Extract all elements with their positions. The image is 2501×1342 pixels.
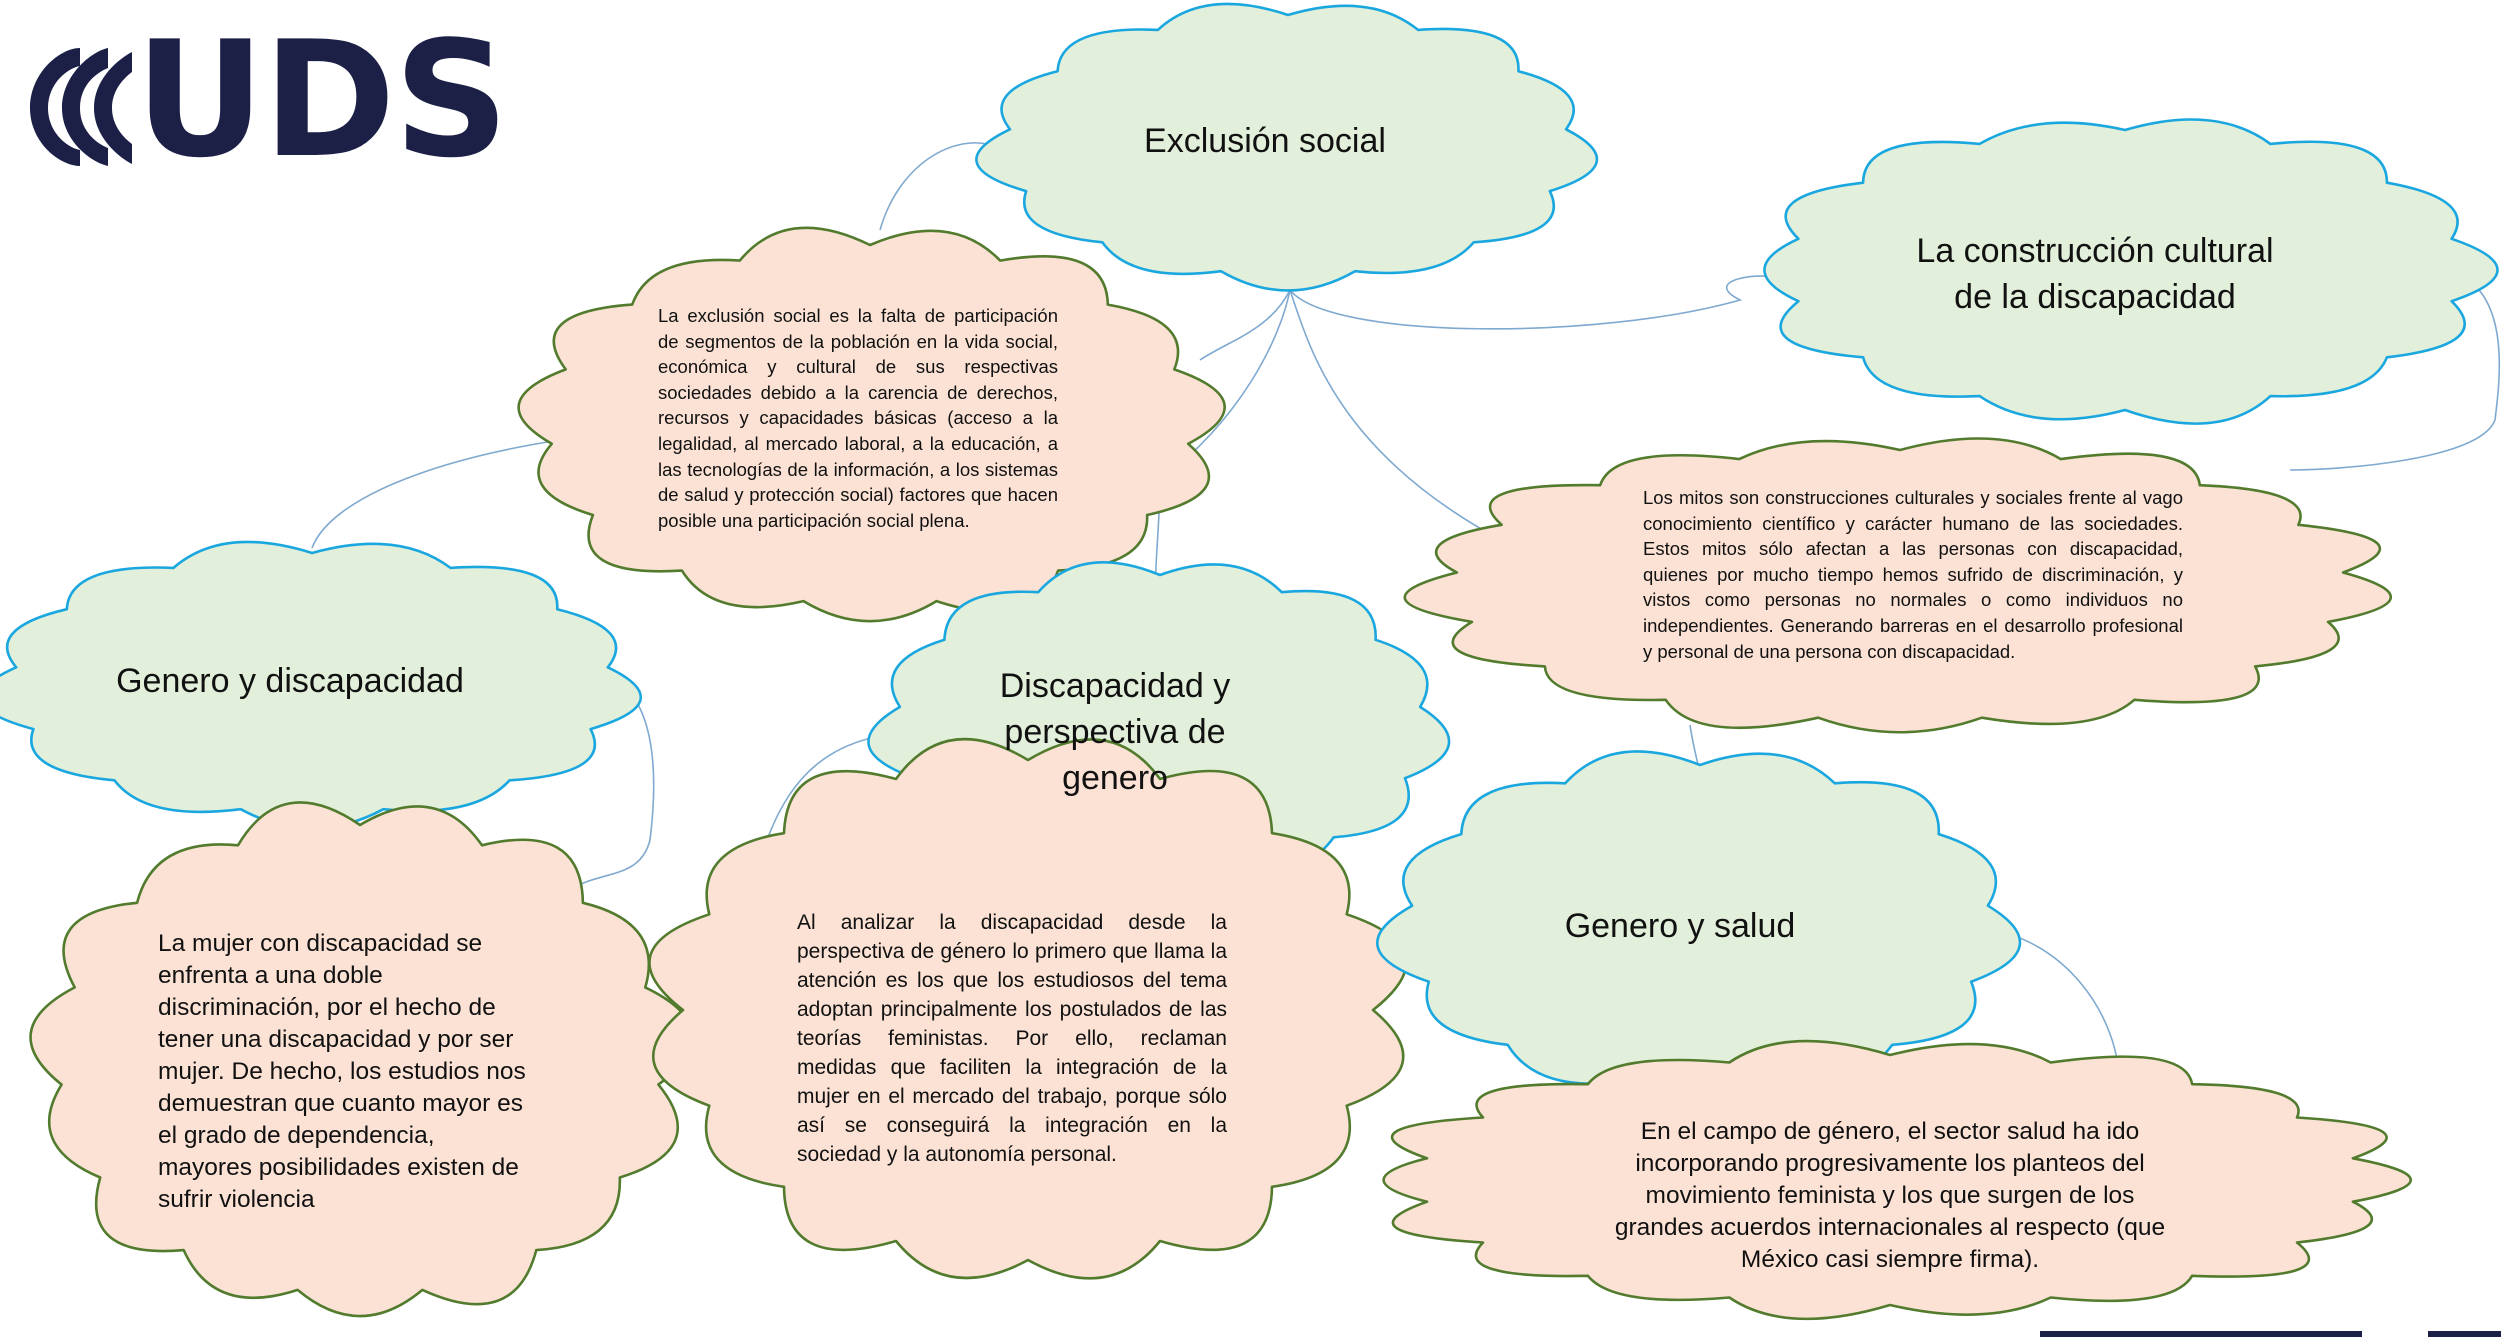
- node-title-genero-salud: Genero y salud: [1564, 907, 1796, 945]
- cloud-cultural-text: [1403, 437, 2393, 734]
- node-text-perspectiva-genero: Al analizar la discapacidad desde la per…: [797, 911, 1227, 1166]
- node-text-exclusion-social: La exclusión social es la falta de parti…: [658, 305, 1058, 531]
- logo-wordmark: UDS: [135, 6, 509, 193]
- cloud-genero-disc-text: [29, 801, 694, 1318]
- connector-exclusion-to-cultural-text: [1289, 289, 1521, 551]
- node-text-genero-salud: En el campo de género, el sector salud h…: [1614, 1118, 2166, 1273]
- connector-cultural-side: [2289, 274, 2501, 471]
- footer-rule-left: [2040, 1331, 2362, 1337]
- cloud-salud-text: [1382, 1039, 2413, 1321]
- node-title-perspectiva-genero: Discapacidad y perspectiva de genero: [999, 667, 1231, 797]
- connector-exclusion-to-center: [1199, 289, 1291, 361]
- node-title-genero-discapacidad: Genero y discapacidad: [116, 662, 464, 700]
- uds-logo: UDS: [20, 20, 520, 180]
- node-text-genero-discapacidad: La mujer con discapacidad se enfrenta a …: [158, 930, 526, 1213]
- footer-rule-right: [2428, 1331, 2501, 1337]
- cloud-perspectiva-text: [648, 737, 1408, 1280]
- connector-exclusion-to-cultural: [1289, 275, 1791, 330]
- cloud-exclusion-text: [517, 226, 1226, 623]
- node-title-construccion-cultural: La construcción cultural de la discapaci…: [1916, 232, 2274, 316]
- node-text-construccion-cultural: Los mitos son construcciones culturales …: [1643, 487, 2183, 662]
- cloud-exclusion-social: [975, 2, 1599, 292]
- uds-wave-icon: [30, 48, 132, 166]
- node-title-exclusion-social: Exclusión social: [1144, 122, 1386, 160]
- cloud-construccion-cultural: [1763, 118, 2499, 425]
- connector-exclusion-text-to-genero: [311, 439, 561, 549]
